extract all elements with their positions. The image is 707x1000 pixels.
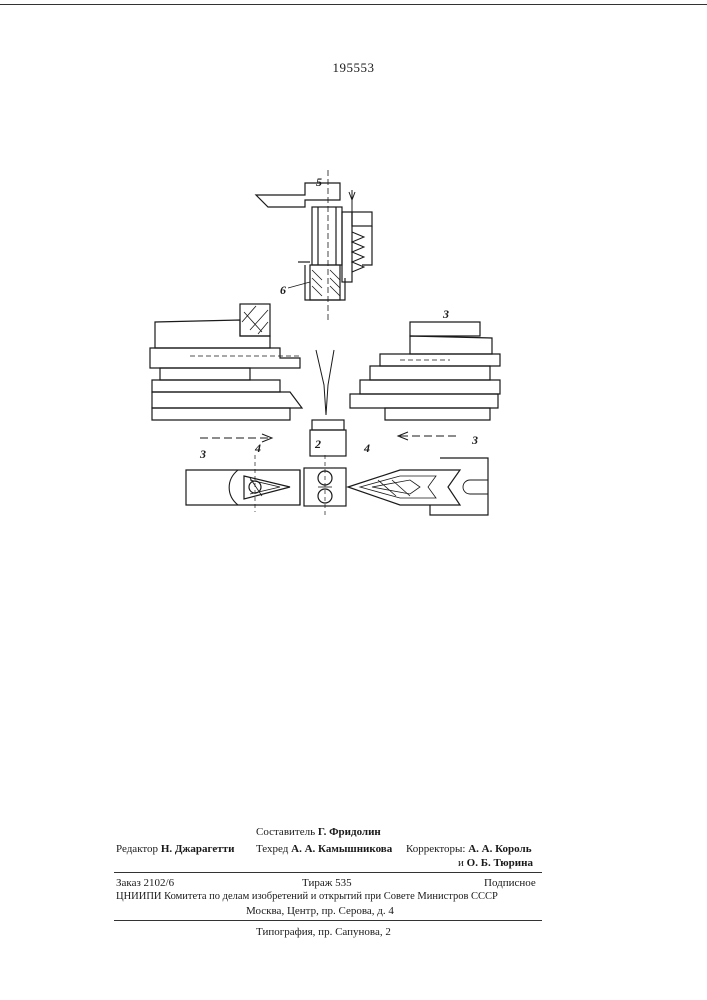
compiler-label: Составитель (256, 826, 315, 838)
editor-name: Н. Джарагетти (161, 843, 235, 855)
punch-assembly (256, 170, 372, 320)
address-line: Москва, Центр, пр. Серова, д. 4 (246, 905, 394, 917)
label-6: 6 (280, 283, 286, 297)
techred-name: А. А. Камышникова (291, 843, 392, 855)
label-2: 2 (314, 437, 321, 451)
label-4-right: 4 (363, 441, 370, 455)
editor-line: Редактор Н. Джарагетти (116, 843, 234, 855)
techred-label: Техред (256, 843, 288, 855)
compiler-name: Г. Фридолин (318, 826, 381, 838)
correctors-label: Корректоры: (406, 843, 465, 855)
divider-2 (114, 920, 542, 921)
print-run: Тираж 535 (302, 877, 352, 889)
order-number: Заказ 2102/6 (116, 877, 174, 889)
compiler-line: Составитель Г. Фридолин (256, 826, 381, 838)
techred-line: Техред А. А. Камышникова (256, 843, 392, 855)
institute-line: ЦНИИПИ Комитета по делам изобретений и о… (116, 891, 498, 902)
divider-1 (114, 872, 542, 873)
label-3-right: 3 (471, 433, 478, 447)
subscription-note: Подписное (484, 877, 536, 889)
corrector-2: О. Б. Тюрина (467, 857, 533, 869)
label-3-left: 3 (199, 447, 206, 461)
lower-clamp (186, 455, 488, 515)
correctors-line: Корректоры: А. А. Король (406, 843, 532, 855)
right-die-block (350, 322, 500, 420)
label-5: 5 (316, 175, 322, 189)
editor-label: Редактор (116, 843, 158, 855)
label-3-top: 3 (442, 307, 449, 321)
printer-line: Типография, пр. Сапунова, 2 (256, 926, 391, 938)
corrector-2-prefix: и (458, 857, 464, 869)
corrector-2-line: и О. Б. Тюрина (458, 857, 533, 869)
label-4-left: 4 (254, 441, 261, 455)
corrector-1: А. А. Король (468, 843, 531, 855)
technical-drawing: 5 6 3 3 3 4 2 4 (0, 0, 707, 620)
left-die-block (150, 304, 302, 420)
